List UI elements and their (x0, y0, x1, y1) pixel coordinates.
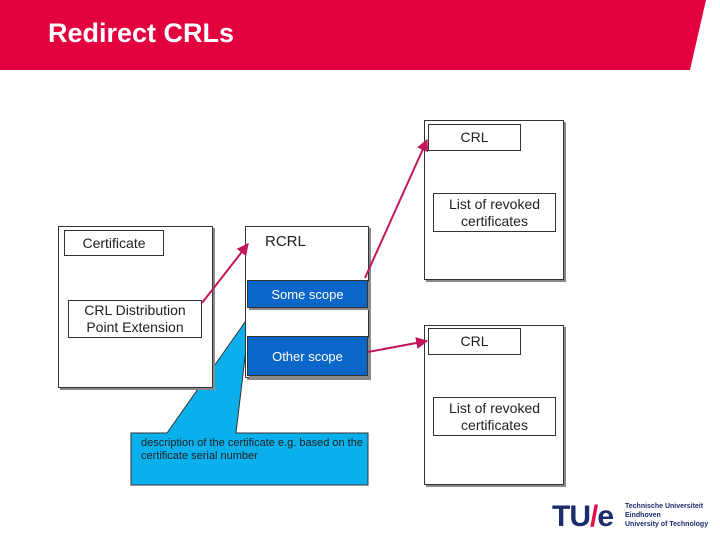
some-scope-entry: Some scope (247, 280, 368, 308)
crl-title-top: CRL (428, 124, 521, 151)
callout-text: description of the certificate e.g. base… (141, 437, 363, 462)
crl-distribution-point-extension: CRL Distribution Point Extension (68, 300, 202, 338)
tue-logo-mark: TU/e (552, 500, 614, 533)
certificate-title: Certificate (64, 230, 164, 256)
revoked-list-top: List of revoked certificates (433, 193, 556, 232)
crl-title-bottom: CRL (428, 328, 521, 355)
rcrl-title: RCRL (265, 233, 306, 250)
other-scope-entry: Other scope (247, 336, 368, 376)
tue-logo-text: Technische Universiteit Eindhoven Univer… (625, 503, 709, 528)
revoked-list-bottom: List of revoked certificates (433, 397, 556, 436)
header-bar (0, 0, 706, 70)
arrow-other-scope-to-crl-bottom (367, 337, 429, 353)
arrow-some-scope-to-crl-top (364, 138, 429, 279)
slide-title: Redirect CRLs (48, 18, 235, 48)
